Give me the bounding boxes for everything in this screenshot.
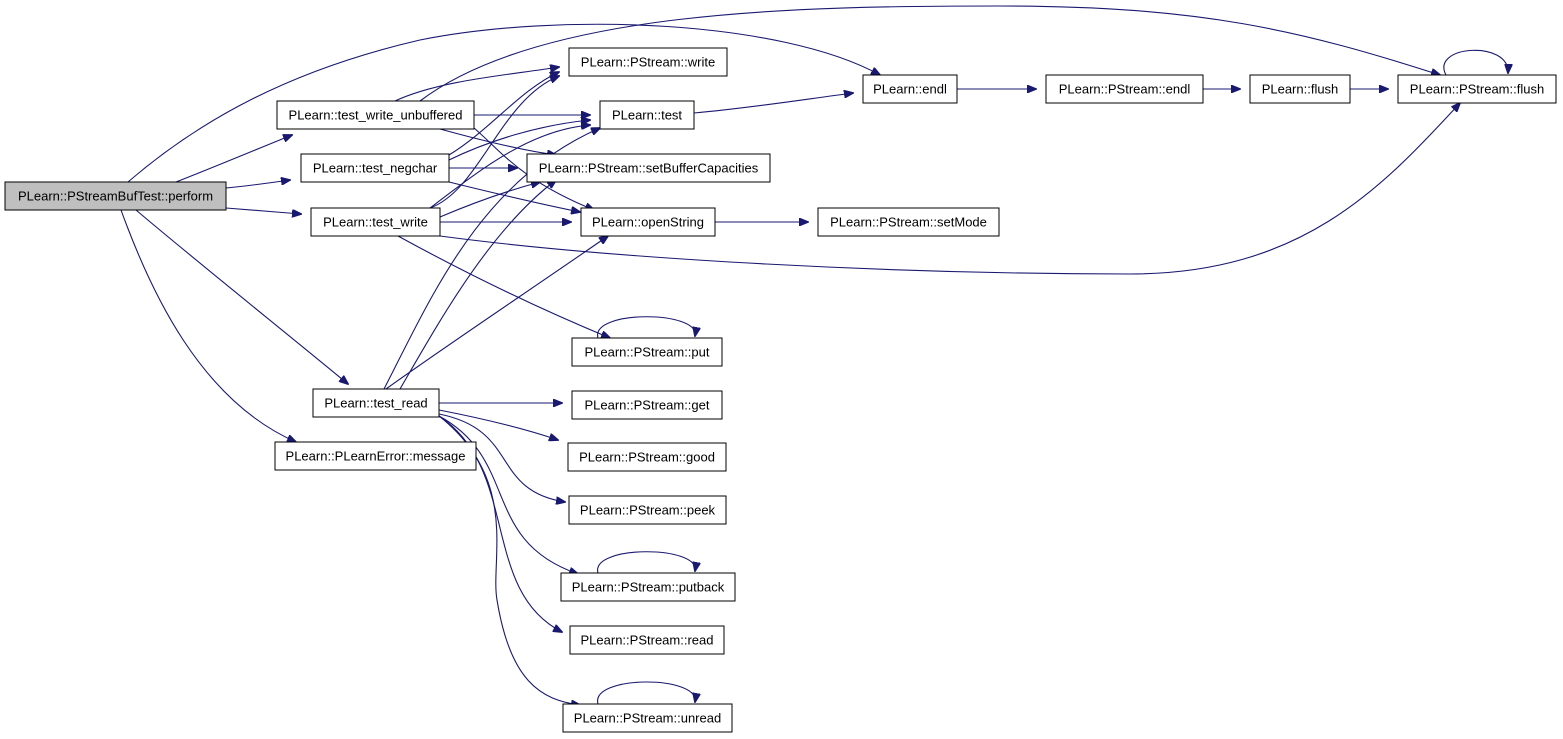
node-box: [560, 572, 736, 602]
node-label: PLearn::PStream::flush: [1410, 82, 1544, 97]
node-label: PLearn::PStream::write: [581, 55, 715, 70]
node-box: [4, 181, 227, 211]
node-label: PLearn::flush: [1262, 82, 1339, 97]
node-box: [580, 207, 716, 237]
node-box: [569, 625, 725, 655]
node-putback[interactable]: PLearn::PStream::putback: [560, 572, 736, 602]
edge-perform-to-endl: [127, 23, 880, 183]
node-good[interactable]: PLearn::PStream::good: [567, 442, 727, 472]
edge-test_negchar-to-test: [448, 120, 590, 161]
node-box: [599, 100, 695, 130]
node-box: [571, 337, 723, 367]
node-unread[interactable]: PLearn::PStream::unread: [562, 703, 733, 733]
node-flush[interactable]: PLearn::flush: [1249, 74, 1351, 104]
edge-test_write_unbuffered-to-ps_write: [394, 67, 559, 102]
node-label: PLearn::test_read: [324, 396, 427, 411]
edge-test_negchar-to-openString: [448, 181, 580, 212]
node-label: PLearn::PStream::setMode: [830, 215, 987, 230]
node-box: [568, 47, 728, 77]
node-label: PLearn::PStream::read: [581, 633, 714, 648]
node-box: [1397, 74, 1557, 104]
node-endl[interactable]: PLearn::endl: [862, 74, 958, 104]
edge-perform-to-test_negchar: [225, 180, 290, 189]
node-ps_endl[interactable]: PLearn::PStream::endl: [1045, 74, 1204, 104]
node-box: [310, 207, 441, 237]
edge-test_read-to-good: [438, 409, 558, 440]
edge-perform-to-test_read: [135, 209, 348, 384]
node-label: PLearn::test_negchar: [313, 161, 438, 176]
node-label: PLearn::PStream::setBufferCapacities: [539, 161, 759, 176]
node-test_negchar[interactable]: PLearn::test_negchar: [300, 153, 450, 183]
node-label: PLearn::PStream::good: [579, 450, 715, 465]
edge-test_negchar-to-ps_write: [448, 72, 559, 156]
node-box: [1045, 74, 1204, 104]
node-box: [312, 388, 440, 418]
edge-test_read-to-setBufferCapacities: [399, 180, 556, 390]
edge-test_read-to-putback: [438, 415, 578, 574]
edge-test-to-endl: [693, 93, 853, 114]
edge-perform-to-message: [120, 209, 296, 442]
node-test_write_unbuffered[interactable]: PLearn::test_write_unbuffered: [276, 100, 475, 130]
node-label: PLearn::test_write: [323, 215, 428, 230]
edge-test_write-to-test: [429, 125, 590, 209]
node-box: [571, 390, 723, 420]
edge-test_write-to-setBufferCapacities: [439, 182, 540, 218]
node-setMode[interactable]: PLearn::PStream::setMode: [817, 207, 1000, 237]
node-setBufferCapacities[interactable]: PLearn::PStream::setBufferCapacities: [526, 153, 771, 183]
node-box: [276, 100, 475, 130]
node-test[interactable]: PLearn::test: [599, 100, 695, 130]
node-label: PLearn::PStream::put: [584, 345, 709, 360]
edge-test_read-to-unread: [438, 415, 580, 705]
edge-perform-to-test_write_unbuffered: [175, 135, 292, 183]
edge-unread-to-unread: [597, 681, 696, 705]
edge-test_read-to-test: [383, 128, 600, 390]
node-box: [567, 442, 727, 472]
node-label: PLearn::PStream::unread: [574, 711, 721, 726]
node-label: PLearn::PStream::putback: [572, 580, 725, 595]
node-label: PLearn::PStream::peek: [580, 503, 716, 518]
node-box: [817, 207, 1000, 237]
edge-perform-to-test_write: [225, 207, 301, 214]
edge-ps_flush-to-ps_flush: [1443, 49, 1508, 76]
node-message[interactable]: PLearn::PLearnError::message: [274, 441, 477, 471]
node-test_read[interactable]: PLearn::test_read: [312, 388, 440, 418]
edge-test_read-to-openString: [385, 236, 608, 390]
node-label: PLearn::PStream::endl: [1059, 82, 1191, 97]
node-box: [526, 153, 771, 183]
edge-test_write-to-put: [397, 235, 610, 338]
node-ps_read[interactable]: PLearn::PStream::read: [569, 625, 725, 655]
edge-test_write_unbuffered-to-ps_flush: [419, 5, 1440, 102]
node-label: PLearn::test_write_unbuffered: [289, 108, 463, 123]
node-perform[interactable]: PLearn::PStreamBufTest::perform: [4, 181, 227, 211]
edge-put-to-put: [597, 316, 696, 339]
node-peek[interactable]: PLearn::PStream::peek: [568, 495, 727, 525]
node-label: PLearn::PStream::get: [584, 398, 709, 413]
node-ps_write[interactable]: PLearn::PStream::write: [568, 47, 728, 77]
node-box: [562, 703, 733, 733]
node-label: PLearn::endl: [873, 82, 947, 97]
node-label: PLearn::test: [612, 108, 682, 123]
edge-test_write_unbuffered-to-setBufferCapacities: [439, 128, 556, 155]
node-test_write[interactable]: PLearn::test_write: [310, 207, 441, 237]
node-openString[interactable]: PLearn::openString: [580, 207, 716, 237]
node-box: [1249, 74, 1351, 104]
edge-putback-to-putback: [597, 551, 696, 574]
node-put[interactable]: PLearn::PStream::put: [571, 337, 723, 367]
node-box: [568, 495, 727, 525]
edge-test_read-to-peek: [438, 413, 565, 502]
node-box: [862, 74, 958, 104]
edge-test_write-to-ps_flush: [439, 103, 1460, 275]
node-label: PLearn::PLearnError::message: [286, 449, 466, 464]
node-label: PLearn::openString: [592, 215, 704, 230]
node-label: PLearn::PStreamBufTest::perform: [18, 189, 213, 204]
edge-test_read-to-ps_read: [438, 415, 562, 632]
node-ps_flush[interactable]: PLearn::PStream::flush: [1397, 74, 1557, 104]
node-get[interactable]: PLearn::PStream::get: [571, 390, 723, 420]
node-box: [274, 441, 477, 471]
edge-test_write-to-ps_write: [429, 76, 559, 209]
node-box: [300, 153, 450, 183]
